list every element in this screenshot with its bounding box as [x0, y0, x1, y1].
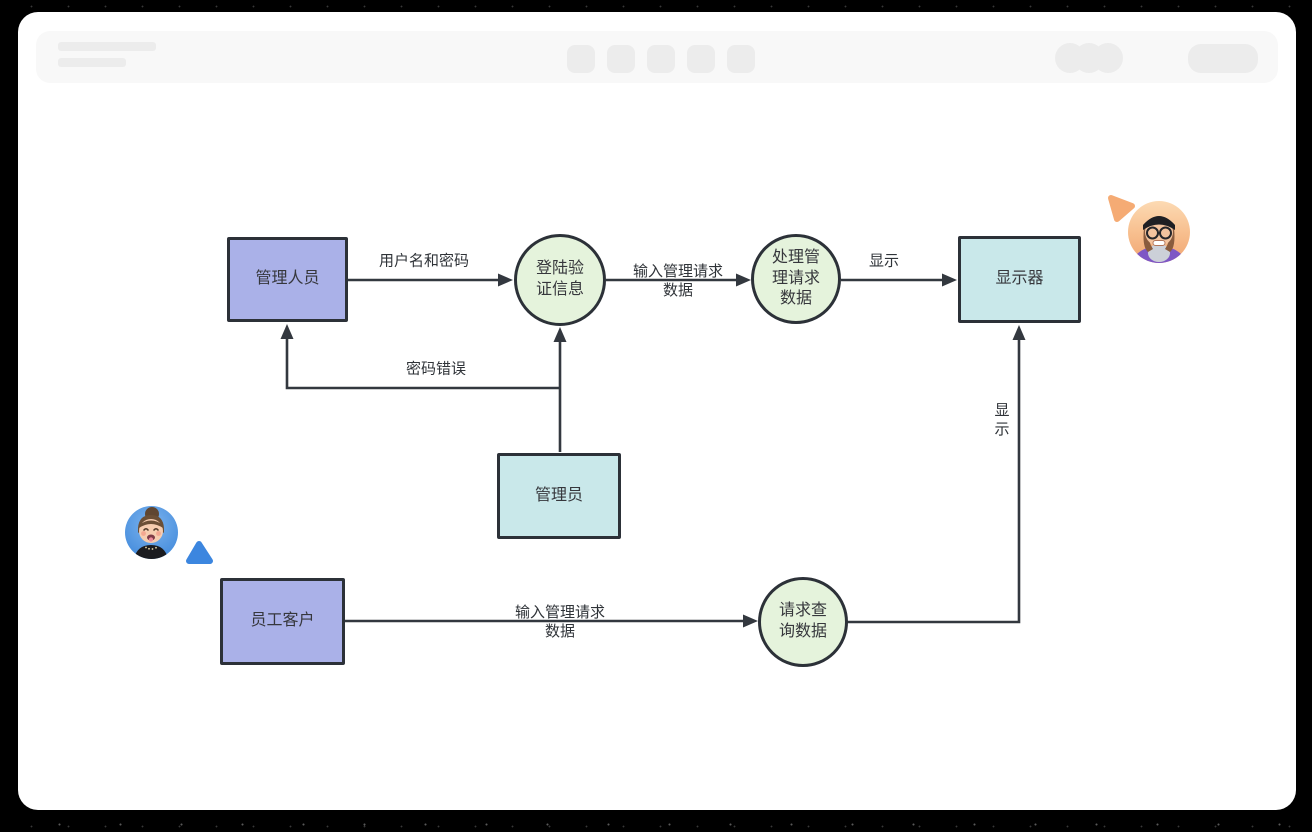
node-label: 管理人员 — [255, 270, 320, 288]
toolbar-button-icon[interactable] — [607, 45, 635, 73]
avatar-stack-placeholder[interactable] — [1055, 43, 1123, 73]
edge-label-input-request-top[interactable]: 输入管理请求数据 — [632, 263, 723, 299]
node-login-check[interactable]: 登陆验证信息 — [514, 234, 606, 326]
edge-label-username-password[interactable]: 用户名和密码 — [378, 252, 470, 270]
collaborator-avatar-blue — [125, 506, 178, 559]
node-label: 处理管理请求数据 — [771, 248, 820, 308]
node-label: 管理员 — [534, 486, 583, 504]
node-label: 显示器 — [995, 270, 1044, 288]
node-manager[interactable]: 管理人员 — [227, 237, 348, 322]
edge-label-display-right[interactable]: 显示 — [994, 402, 1010, 438]
subtitle-placeholder-line — [58, 58, 126, 67]
node-query-data[interactable]: 请求查询数据 — [758, 577, 848, 667]
toolbar-button-icon[interactable] — [647, 45, 675, 73]
avatar-illustration — [1132, 216, 1186, 263]
title-placeholder-line — [58, 42, 156, 51]
collaborator-avatar-orange — [1128, 201, 1190, 263]
node-label: 请求查询数据 — [778, 602, 827, 640]
node-monitor[interactable]: 显示器 — [958, 236, 1081, 323]
app-window — [18, 12, 1296, 810]
toolbar-button-icon[interactable] — [727, 45, 755, 73]
node-staff-client[interactable]: 员工客户 — [220, 578, 345, 665]
node-label: 登陆验证信息 — [535, 260, 584, 298]
avatar-illustration — [134, 507, 168, 559]
node-process-request[interactable]: 处理管理请求数据 — [751, 234, 841, 324]
share-button-placeholder[interactable] — [1188, 44, 1258, 73]
window-toolbar — [36, 31, 1278, 83]
edge-label-display-top[interactable]: 显示 — [868, 252, 900, 270]
node-admin[interactable]: 管理员 — [497, 453, 621, 539]
node-label: 员工客户 — [250, 612, 315, 630]
avatar-placeholder-icon — [1093, 43, 1123, 73]
edge-label-password-error[interactable]: 密码错误 — [405, 360, 467, 378]
edge-label-input-request-bottom[interactable]: 输入管理请求数据 — [514, 604, 605, 640]
toolbar-button-icon[interactable] — [687, 45, 715, 73]
toolbar-button-group — [567, 45, 755, 73]
toolbar-button-icon[interactable] — [567, 45, 595, 73]
